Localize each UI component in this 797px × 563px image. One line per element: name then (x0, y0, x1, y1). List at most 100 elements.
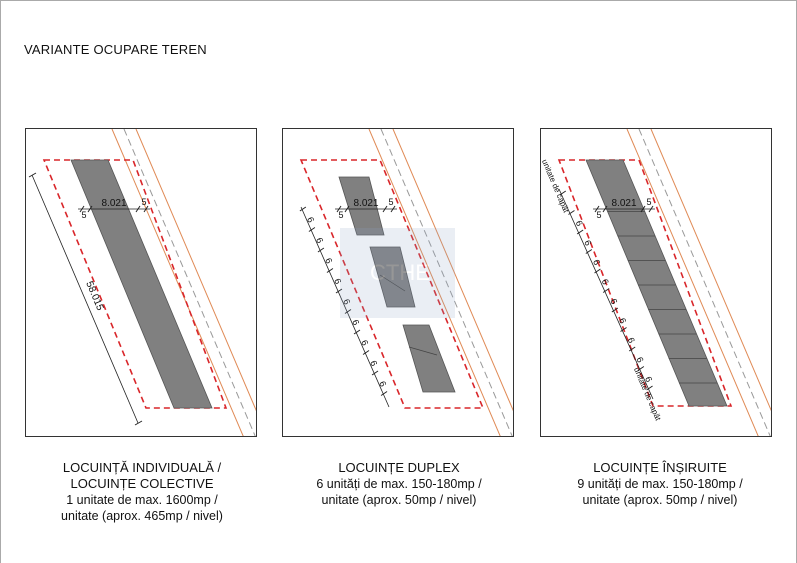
end-unit-label-bottom: unitate de capăt (632, 366, 663, 423)
dimension-unit-label: 6 (368, 359, 379, 368)
dimension-unit-label: 6 (359, 339, 370, 348)
row-building (585, 159, 728, 407)
dimension-tick (637, 366, 645, 371)
dimension-unit-label: 6 (377, 380, 388, 389)
dimension-unit-label: 6 (341, 298, 352, 307)
caption-title-line2: LOCUINȚE COLECTIVE (70, 476, 214, 491)
dimension-setback-label: 5 (388, 197, 393, 207)
dimension-tick (380, 391, 388, 396)
dimension-tick (620, 327, 627, 332)
caption-title-line1: LOCUINȚĂ INDIVIDUALĂ / (62, 460, 222, 475)
dimension-unit-label: 6 (305, 216, 316, 225)
duplex-block-2 (369, 246, 416, 308)
dimension-tick (143, 205, 149, 213)
dimension-tick (362, 350, 370, 355)
caption-row-housing: LOCUINȚE ÎNȘIRUITE 9 unități de max. 150… (534, 460, 786, 508)
duplex-block-1 (338, 176, 385, 236)
caption-desc-line1: 6 unități de max. 150-180mp / (316, 477, 482, 491)
road-axis-line (380, 129, 513, 436)
caption-desc-line2: unitate (aprox. 50mp / nivel) (321, 493, 477, 507)
dimension-tick (326, 268, 334, 273)
dimension-tick (585, 249, 593, 254)
caption-desc-line1: 1 unitate de max. 1600mp / (66, 493, 218, 507)
duplex-block-3 (402, 324, 456, 393)
caption-desc-line2: unitate (aprox. 465mp / nivel) (61, 509, 223, 523)
setback-boundary (299, 159, 485, 409)
page-left-border (0, 0, 1, 563)
dimension-tick (317, 247, 325, 253)
road-edge-line (626, 129, 759, 436)
dimension-unit-label: 6 (600, 278, 611, 287)
road-axis-line (638, 129, 771, 436)
watermark-logo: CTHE (340, 228, 455, 318)
dimension-tick (344, 205, 350, 213)
dimension-tick (576, 229, 584, 235)
caption-desc-line2: unitate (aprox. 50mp / nivel) (582, 493, 738, 507)
road-edge-line (111, 129, 244, 436)
unit-divider (379, 274, 406, 292)
dimension-length-label: 58.015 (83, 280, 105, 313)
dimension-line (558, 188, 654, 400)
caption-title-line1: LOCUINȚE DUPLEX (338, 460, 460, 475)
dimension-unit-label: 6 (574, 219, 585, 228)
caption-title-line1: LOCUINȚE ÎNȘIRUITE (593, 460, 727, 475)
dimension-unit-label: 6 (323, 257, 334, 266)
dimension-tick (336, 205, 342, 213)
dimension-tick (371, 370, 379, 376)
dimension-tick (134, 420, 143, 426)
dimension-unit-label: 6 (626, 336, 637, 345)
road-axis-line (123, 129, 256, 436)
dimension-setback-label: 5 (338, 210, 343, 220)
dimension-unit-label: 6 (643, 375, 654, 384)
dimension-setback-label: 5 (141, 197, 146, 207)
dimension-tick (353, 329, 361, 335)
dimension-tick (594, 268, 601, 274)
dimension-unit-label: 6 (608, 297, 619, 306)
dimension-tick (390, 205, 396, 213)
road-edge-line (135, 129, 256, 412)
dimension-tick (648, 205, 654, 213)
dimension-tick (602, 205, 608, 213)
road-edge-line (650, 129, 771, 412)
dimension-tick (594, 205, 600, 213)
dimension-line (31, 174, 139, 424)
dimension-tick (559, 190, 567, 196)
dimension-width-label: 8.021 (101, 198, 126, 209)
dimension-tick (299, 206, 307, 212)
dimension-tick (135, 205, 141, 213)
dimension-unit-label: 6 (634, 356, 645, 365)
road-edge-line (368, 129, 501, 436)
dimension-tick (28, 172, 37, 178)
dimension-tick (87, 205, 93, 213)
building-footprint (70, 159, 213, 409)
dimension-unit-label: 6 (591, 258, 602, 267)
dimension-tick (568, 210, 575, 215)
dimension-width-label: 8.021 (611, 198, 636, 209)
dimension-tick (335, 288, 343, 294)
dimension-width-label: 8.021 (353, 198, 378, 209)
dimension-unit-label: 6 (332, 277, 343, 286)
dimension-tick (308, 227, 316, 232)
dimension-tick (344, 309, 352, 314)
panel-individual-housing: 58.015 8.021 5 5 (25, 128, 257, 437)
road-edge-line (392, 129, 513, 412)
setback-boundary (42, 159, 228, 409)
site-plan-individual: 58.015 8.021 5 5 (28, 129, 256, 436)
page-top-border (0, 0, 797, 1)
dimension-setback-label: 5 (646, 197, 651, 207)
dimension-tick (382, 205, 388, 213)
dimension-tick (640, 205, 646, 213)
dimension-tick (602, 288, 610, 293)
page-title: VARIANTE OCUPARE TEREN (24, 42, 207, 57)
caption-desc-line1: 9 unități de max. 150-180mp / (577, 477, 743, 491)
dimension-unit-label: 6 (350, 318, 361, 327)
dimension-tick (79, 205, 85, 213)
dimension-setback-label: 5 (596, 210, 601, 220)
end-unit-label-top: unitate de capăt (541, 158, 571, 215)
caption-duplex: LOCUINȚE DUPLEX 6 unități de max. 150-18… (273, 460, 525, 508)
dimension-setback-label: 5 (81, 210, 86, 220)
